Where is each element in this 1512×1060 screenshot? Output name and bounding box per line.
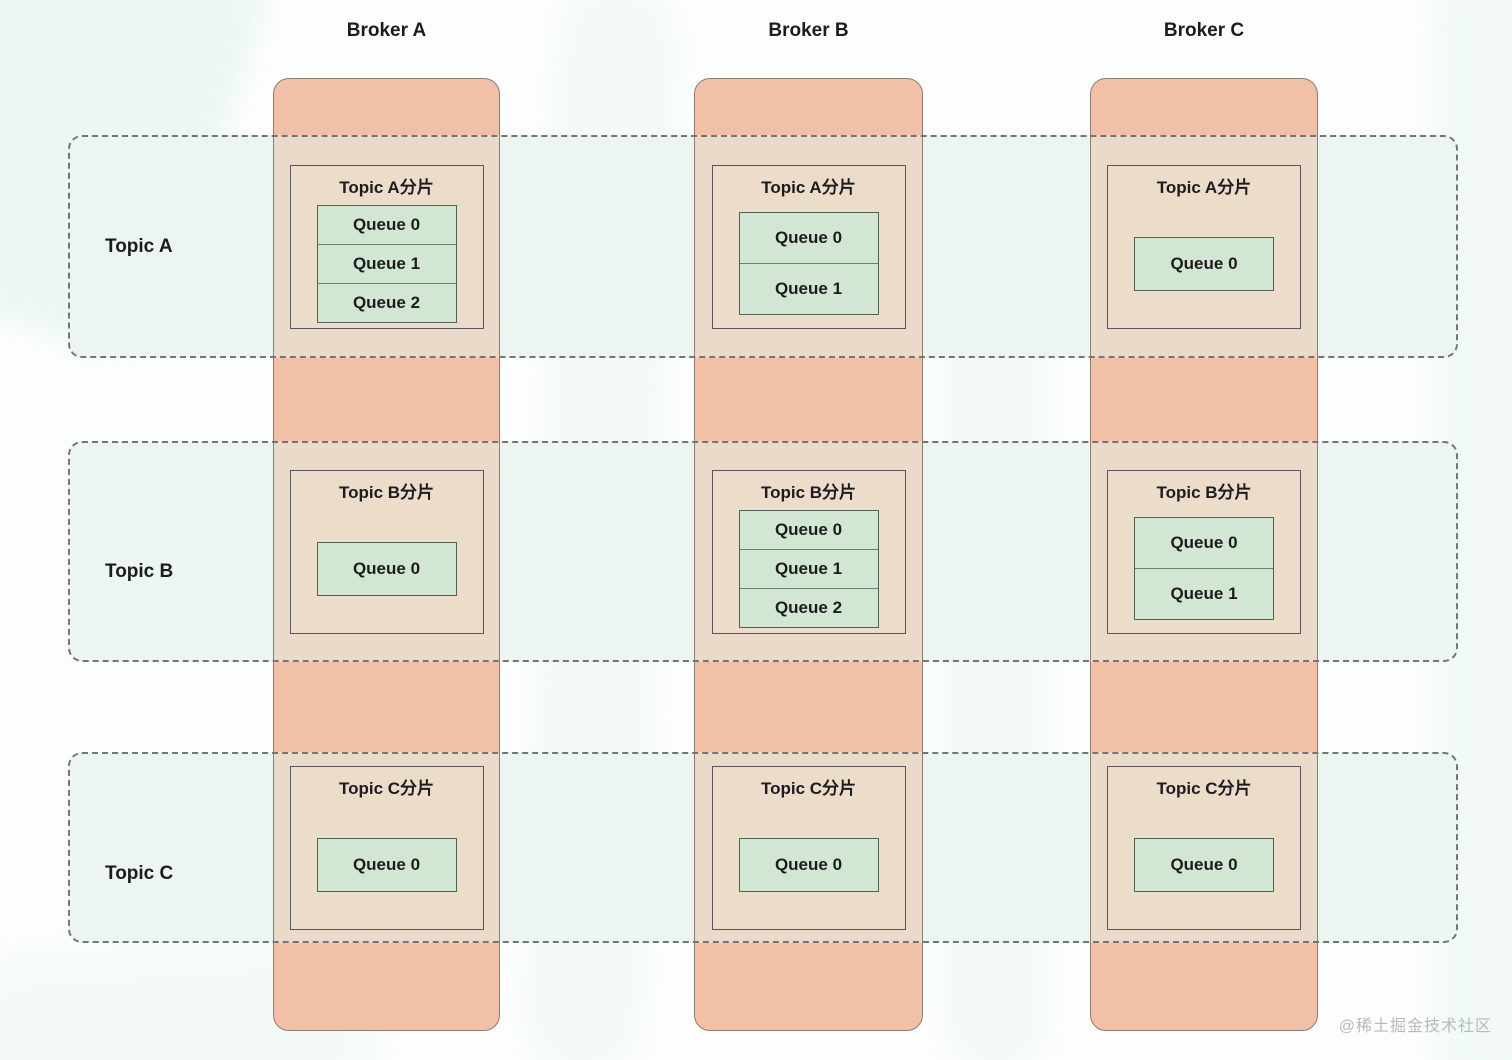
broker-label: Broker B: [768, 20, 849, 41]
topic-shard-box: Topic B分片 Queue 0 Queue 1: [1107, 469, 1301, 634]
shard-title: Topic A分片: [1156, 177, 1252, 197]
topic-label: Topic B: [105, 561, 174, 582]
queue-stack: Queue 0: [1134, 236, 1274, 291]
queue-stack: Queue 0: [316, 837, 457, 892]
watermark: @稀土掘金技术社区: [1338, 1018, 1492, 1035]
shard-cell: Topic A分片 Queue 0: [1090, 135, 1318, 358]
queue-item: Queue 0: [352, 854, 421, 874]
queue-area: Queue 0: [713, 801, 905, 929]
shard-title: Topic B分片: [760, 482, 857, 502]
queue-item: Queue 2: [739, 587, 878, 627]
shard-cell: Topic B分片 Queue 0: [273, 441, 500, 662]
shard-title: Topic B分片: [338, 482, 435, 502]
queue-area: Queue 0: [1108, 200, 1300, 328]
broker-label: Broker A: [346, 20, 427, 41]
queue-stack: Queue 0: [316, 541, 457, 596]
queue-area: Queue 0: [1108, 801, 1300, 929]
shard-title: Topic C分片: [338, 778, 435, 798]
queue-item: Queue 0: [774, 854, 843, 874]
shard-title: Topic B分片: [1156, 482, 1252, 502]
queue-item: Queue 1: [739, 548, 878, 588]
queue-item: Queue 1: [317, 243, 456, 283]
topic-shard-box: Topic C分片 Queue 0: [711, 765, 906, 930]
queue-item: Queue 1: [1135, 568, 1273, 619]
queue-area: Queue 0: [291, 505, 483, 633]
shard-title: Topic A分片: [339, 177, 434, 197]
queue-item: Queue 0: [1170, 854, 1238, 874]
broker-label: Broker C: [1163, 20, 1245, 41]
queue-stack: Queue 0 Queue 1: [738, 212, 879, 315]
queue-item: Queue 0: [774, 519, 843, 539]
shard-cell: Topic B分片 Queue 0 Queue 1: [1090, 441, 1318, 662]
shard-cell: Topic C分片 Queue 0: [694, 752, 923, 943]
shard-cell: Topic A分片 Queue 0 Queue 1: [694, 135, 923, 358]
queue-stack: Queue 0: [1134, 837, 1274, 892]
shard-cell: Topic C分片 Queue 0: [273, 752, 500, 943]
topic-shard-box: Topic A分片 Queue 0: [1107, 164, 1301, 329]
queue-area: Queue 0 Queue 1: [713, 200, 905, 328]
topic-label: Topic C: [105, 863, 174, 884]
queue-stack: Queue 0 Queue 1: [1134, 517, 1274, 620]
queue-area: Queue 0 Queue 1: [1108, 505, 1300, 633]
queue-item: Queue 2: [317, 282, 456, 322]
queue-item: Queue 0: [352, 558, 421, 578]
topic-shard-box: Topic C分片 Queue 0: [289, 765, 484, 930]
queue-item: Queue 0: [1170, 253, 1238, 273]
queue-item: Queue 0: [1170, 533, 1238, 552]
topic-label: Topic A: [105, 236, 173, 257]
shard-cell: Topic C分片 Queue 0: [1090, 752, 1318, 943]
topic-shard-box: Topic B分片 Queue 0: [289, 469, 484, 634]
topic-shard-box: Topic C分片 Queue 0: [1107, 765, 1301, 930]
topic-shard-box: Topic A分片 Queue 0 Queue 1: [711, 164, 906, 329]
queue-stack: Queue 0: [738, 837, 879, 892]
queue-area: Queue 0: [291, 801, 483, 929]
shard-title: Topic C分片: [760, 778, 857, 798]
shard-title: Topic C分片: [1156, 778, 1252, 798]
shard-title: Topic A分片: [761, 177, 856, 197]
queue-item: Queue 1: [739, 263, 878, 314]
queue-item: Queue 0: [352, 214, 421, 234]
queue-item: Queue 0: [774, 228, 843, 247]
